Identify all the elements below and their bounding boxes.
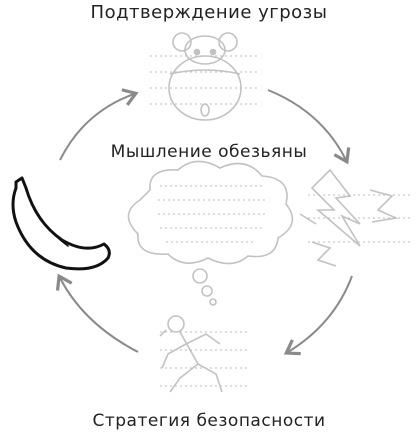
arrow-right-bottom bbox=[283, 275, 353, 356]
running-figure-icon bbox=[159, 315, 223, 393]
monkey-text-lines bbox=[150, 55, 260, 105]
arrow-bottom-left bbox=[55, 273, 139, 353]
label-monkey-thinking: Мышление обезьяны bbox=[110, 142, 308, 162]
arrow-left-top bbox=[59, 88, 139, 161]
arrow-top-right bbox=[267, 89, 351, 165]
thought-cloud-icon bbox=[127, 160, 294, 306]
label-threat-confirmation: Подтверждение угрозы bbox=[90, 2, 328, 23]
cloud-text-lines bbox=[158, 185, 268, 243]
monkey-face-icon bbox=[168, 32, 242, 121]
banana-icon bbox=[11, 176, 111, 271]
lightning-burst-icon bbox=[299, 168, 399, 267]
burst-text-lines bbox=[308, 194, 410, 243]
label-safety-strategy: Стратегия безопасности bbox=[92, 411, 326, 431]
runner-text-lines bbox=[160, 331, 250, 387]
